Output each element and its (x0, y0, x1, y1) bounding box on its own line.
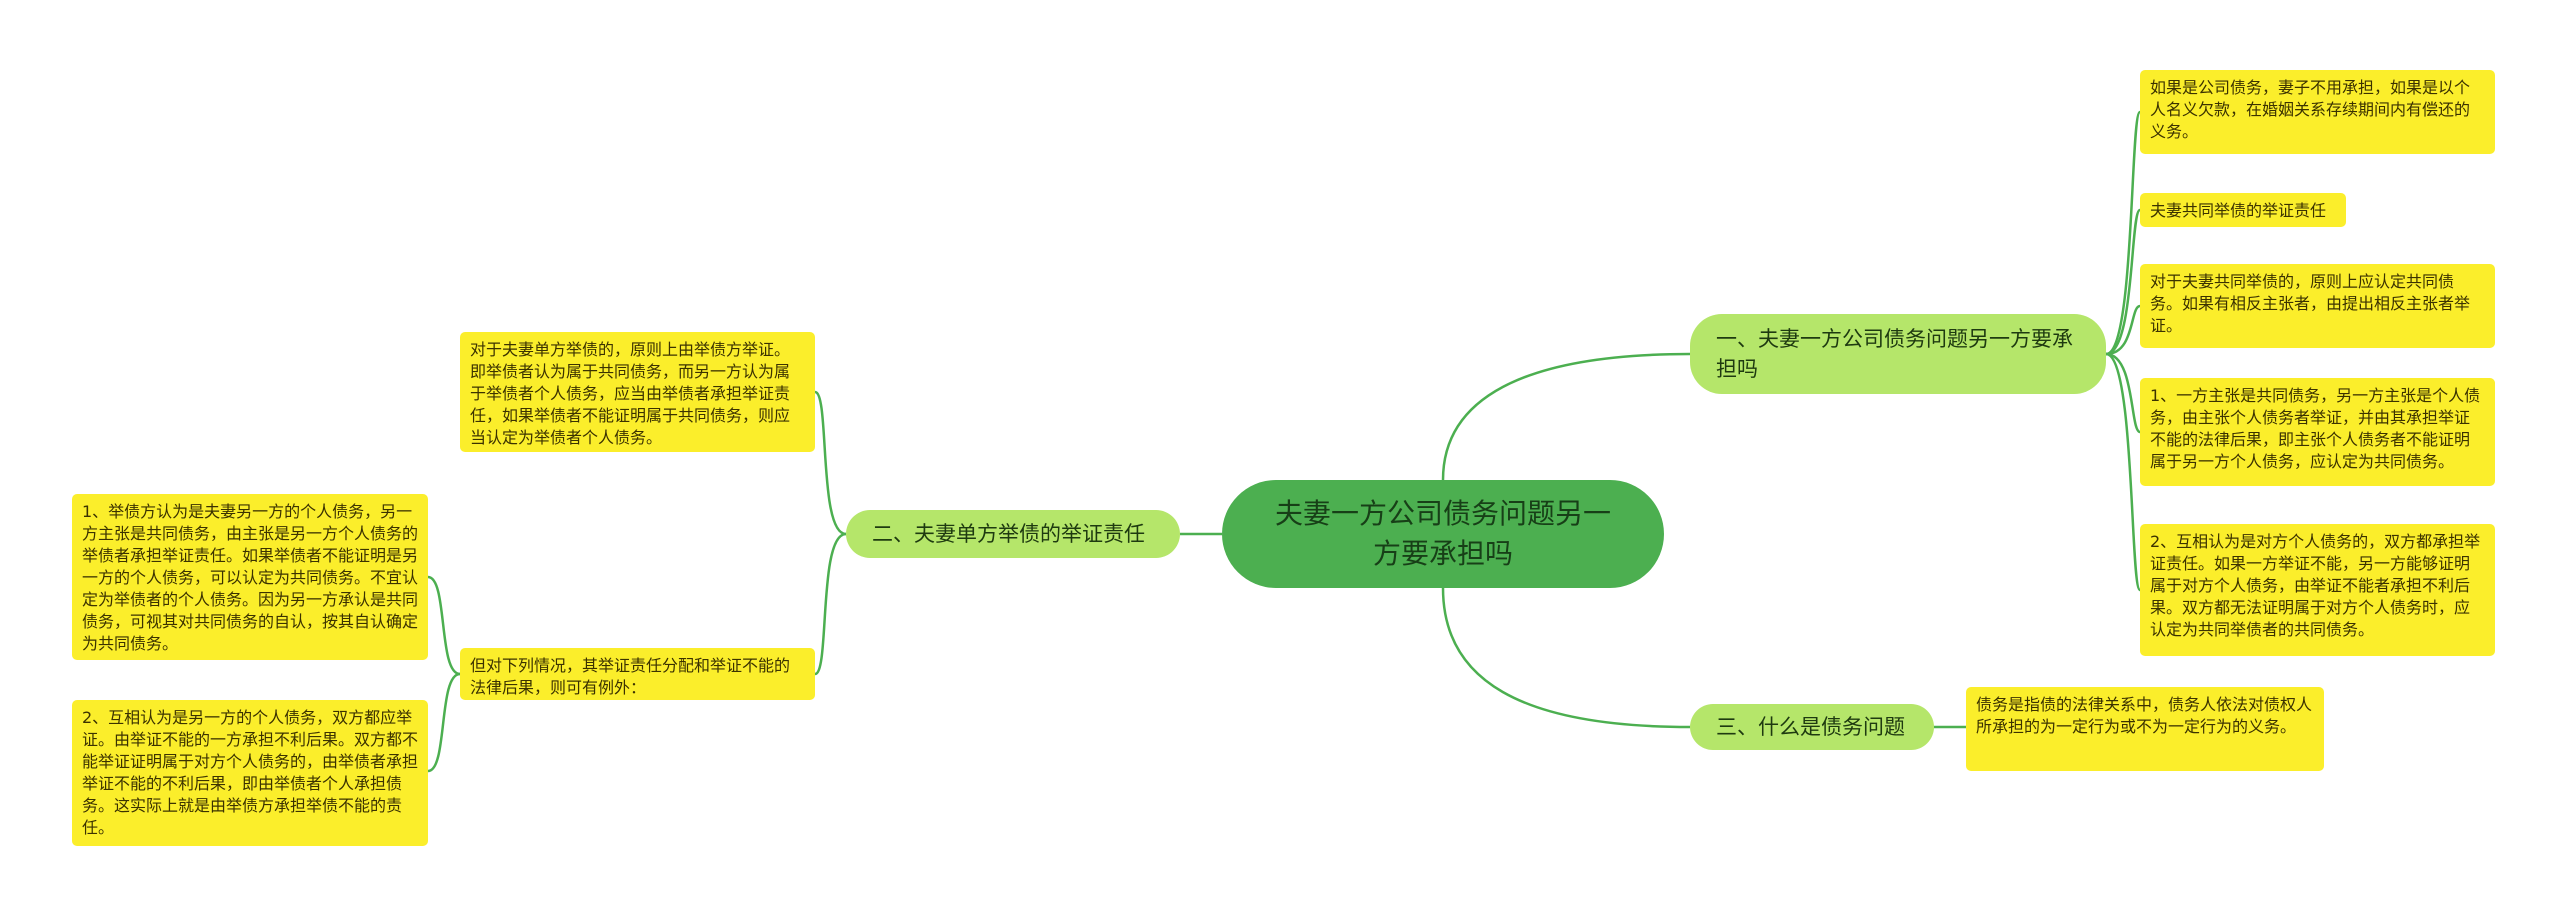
branch-2[interactable]: 二、夫妻单方举债的举证责任 (846, 510, 1180, 558)
leaf-text: 对于夫妻共同举债的，原则上应认定共同债务。如果有相反主张者，由提出相反主张者举证… (2150, 272, 2471, 335)
branch-2-subleaf-2[interactable]: 2、互相认为是另一方的个人债务，双方都应举证。由举证不能的一方承担不利后果。双方… (72, 700, 428, 846)
link-branch1-leaf3 (2105, 304, 2141, 356)
branch-1-leaf-4[interactable]: 1、一方主张是共同债务，另一方主张是个人债务，由主张个人债务者举证，并由其承担举… (2140, 378, 2495, 486)
link-root-branch1 (1441, 352, 1691, 481)
leaf-text: 2、互相认为是对方个人债务的，双方都承担举证责任。如果一方举证不能，另一方能够证… (2150, 532, 2481, 639)
root-topic[interactable]: 夫妻一方公司债务问题另一方要承担吗 (1222, 480, 1664, 588)
leaf-text: 1、举债方认为是夫妻另一方的个人债务，另一方主张是共同债务，由主张是另一方个人债… (82, 502, 419, 653)
branch-1-leaf-3[interactable]: 对于夫妻共同举债的，原则上应认定共同债务。如果有相反主张者，由提出相反主张者举证… (2140, 264, 2495, 348)
leaf-text: 夫妻共同举债的举证责任 (2150, 201, 2327, 220)
link-branch2-leaf2 (814, 532, 847, 676)
leaf-text: 如果是公司债务，妻子不用承担，如果是以个人名义欠款，在婚姻关系存续期间内有偿还的… (2150, 78, 2471, 141)
link-branch1-leaf1 (2105, 110, 2142, 356)
leaf-text: 债务是指债的法律关系中，债务人依法对债权人所承担的为一定行为或不为一定行为的义务… (1976, 695, 2313, 736)
link-branch1-leaf5 (2105, 352, 2142, 592)
branch-2-label: 二、夫妻单方举债的举证责任 (872, 522, 1145, 546)
branch-1-leaf-2[interactable]: 夫妻共同举债的举证责任 (2140, 193, 2346, 227)
branch-3-leaf-1[interactable]: 债务是指债的法律关系中，债务人依法对债权人所承担的为一定行为或不为一定行为的义务… (1966, 687, 2324, 771)
link-root-branch3 (1441, 587, 1691, 729)
branch-1-leaf-1[interactable]: 如果是公司债务，妻子不用承担，如果是以个人名义欠款，在婚姻关系存续期间内有偿还的… (2140, 70, 2495, 154)
leaf-text: 对于夫妻单方举债的，原则上由举债方举证。即举债者认为属于共同债务，而另一方认为属… (470, 340, 791, 447)
link-branch2-leaf1 (814, 390, 847, 536)
branch-2-subleaf-1[interactable]: 1、举债方认为是夫妻另一方的个人债务，另一方主张是共同债务，由主张是另一方个人债… (72, 494, 428, 660)
link-exception-sub1 (427, 575, 461, 676)
branch-2-leaf-2[interactable]: 但对下列情况，其举证责任分配和举证不能的法律后果，则可有例外： (460, 648, 815, 700)
leaf-text: 1、一方主张是共同债务，另一方主张是个人债务，由主张个人债务者举证，并由其承担举… (2150, 386, 2481, 471)
link-branch1-leaf2 (2105, 208, 2142, 356)
branch-1-label: 一、夫妻一方公司债务问题另一方要承担吗 (1716, 327, 2073, 381)
root-topic-label: 夫妻一方公司债务问题另一方要承担吗 (1274, 497, 1611, 570)
link-exception-sub2 (427, 672, 461, 773)
leaf-text: 但对下列情况，其举证责任分配和举证不能的法律后果，则可有例外： (470, 656, 791, 697)
link-branch1-leaf4 (2105, 352, 2142, 434)
branch-1[interactable]: 一、夫妻一方公司债务问题另一方要承担吗 (1690, 314, 2106, 394)
branch-3[interactable]: 三、什么是债务问题 (1690, 704, 1934, 750)
leaf-text: 2、互相认为是另一方的个人债务，双方都应举证。由举证不能的一方承担不利后果。双方… (82, 708, 419, 837)
branch-2-leaf-1[interactable]: 对于夫妻单方举债的，原则上由举债方举证。即举债者认为属于共同债务，而另一方认为属… (460, 332, 815, 452)
branch-3-label: 三、什么是债务问题 (1716, 715, 1905, 739)
branch-1-leaf-5[interactable]: 2、互相认为是对方个人债务的，双方都承担举证责任。如果一方举证不能，另一方能够证… (2140, 524, 2495, 656)
